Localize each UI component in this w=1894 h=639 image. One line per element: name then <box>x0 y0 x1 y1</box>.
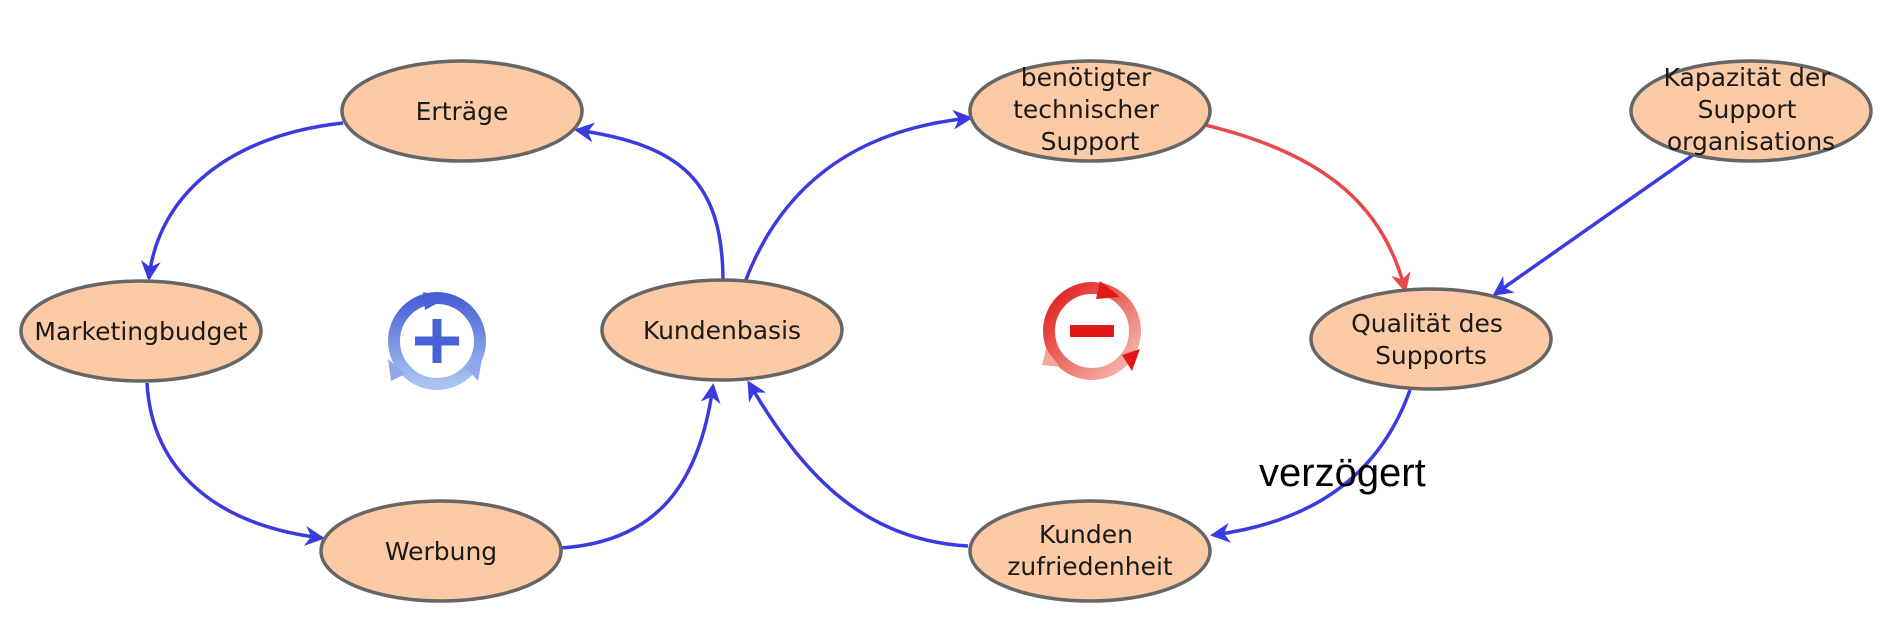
link-kapazitaet-to-qualitaet <box>1492 153 1695 296</box>
node-support-bedarf-label: benötigter technischer Support <box>1013 63 1167 156</box>
link-ertraege-to-marketingbudget <box>140 121 344 281</box>
reinforcing-loop-icon: + <box>388 292 486 390</box>
link-kundenbasis-to-support-bedarf <box>743 109 973 283</box>
node-kundenbasis-label: Kundenbasis <box>643 316 801 345</box>
delay-label: verzögert <box>1259 451 1426 495</box>
node-marketingbudget-label: Marketingbudget <box>34 317 247 346</box>
node-qualitaet-label: Qualität des Supports <box>1351 309 1511 370</box>
node-werbung-label: Werbung <box>385 537 497 566</box>
node-qualitaet: Qualität des Supports <box>1309 287 1553 391</box>
link-qualitaet-to-zufriedenheit <box>1210 389 1412 543</box>
node-kundenbasis: Kundenbasis <box>600 278 844 382</box>
link-marketingbudget-to-werbung <box>145 382 325 546</box>
links <box>140 109 1695 550</box>
link-werbung-to-kundenbasis <box>559 383 721 550</box>
balancing-loop-icon: − <box>1042 281 1141 380</box>
node-kapazitaet: Kapazität der Support organisations <box>1629 59 1873 163</box>
node-support-bedarf: benötigter technischer Support <box>968 59 1212 163</box>
link-zufriedenheit-to-kundenbasis <box>747 380 969 548</box>
node-ertraege-label: Erträge <box>416 97 509 126</box>
node-werbung: Werbung <box>319 499 563 603</box>
node-marketingbudget: Marketingbudget <box>19 279 263 383</box>
node-zufriedenheit: Kunden zufriedenheit <box>968 499 1212 603</box>
variables: Erträge Marketingbudget Werbung Kundenba… <box>19 59 1873 603</box>
node-kapazitaet-label: Kapazität der Support organisations <box>1664 63 1839 156</box>
link-support-bedarf-to-qualitaet <box>1204 123 1411 293</box>
link-kundenbasis-to-ertraege <box>574 122 725 283</box>
node-zufriedenheit-label: Kunden zufriedenheit <box>1007 520 1173 581</box>
node-ertraege: Erträge <box>340 59 584 163</box>
